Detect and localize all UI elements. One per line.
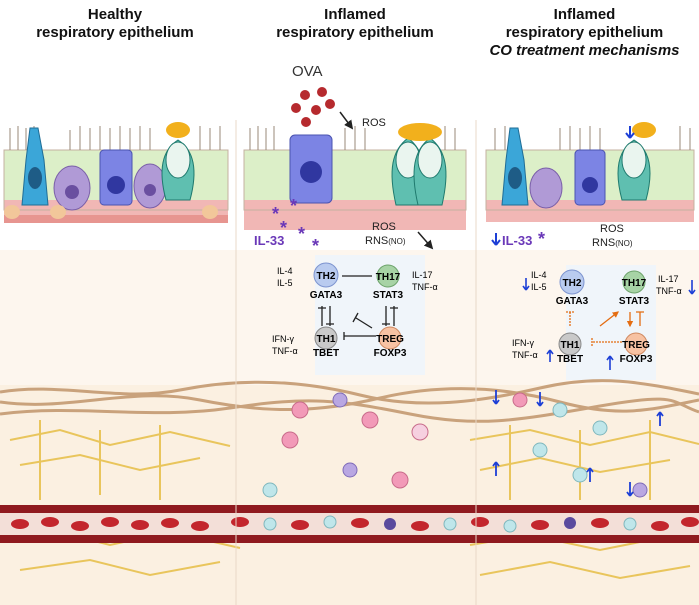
tnfa-label-treatment-th17: TNF-α (656, 286, 682, 296)
svg-text:GATA3: GATA3 (556, 296, 589, 307)
svg-text:TH17: TH17 (376, 272, 401, 283)
il33-label-inflamed: IL-33 (254, 233, 284, 248)
il4-label-treatment: IL-4 (531, 270, 547, 280)
arrow-down-goblet (625, 126, 635, 139)
svg-text:TH2: TH2 (563, 278, 582, 289)
il33-label-treatment: IL-33 (502, 233, 532, 248)
blood-vessel (0, 505, 699, 543)
rns-label-inflamed: RNS(NO) (365, 235, 406, 247)
svg-text:TBET: TBET (557, 354, 583, 365)
il33-stars: ***** (272, 196, 319, 256)
svg-text:*: * (290, 196, 297, 216)
tissue-arrows-treatment (492, 390, 664, 497)
svg-text:TH1: TH1 (317, 334, 336, 345)
svg-text:STAT3: STAT3 (619, 296, 650, 307)
tnfa-label-treatment-th1: TNF-α (512, 350, 538, 360)
epithelium-healthy (3, 122, 229, 223)
arrow-down-il17 (688, 280, 696, 295)
svg-text:GATA3: GATA3 (310, 290, 343, 301)
tnfa-label-inflamed-th1: TNF-α (272, 346, 298, 356)
ifng-label-treatment: IFN-γ (512, 338, 534, 348)
tcell-network-inflamed: TH2 GATA3 TH17 STAT3 TH1 TBET TREG FOXP3 (310, 262, 407, 359)
arrow-down-il33 (491, 233, 501, 246)
svg-text:*: * (280, 218, 287, 238)
svg-text:*: * (312, 236, 319, 256)
svg-text:STAT3: STAT3 (373, 290, 404, 301)
collagen-fibers (0, 379, 699, 423)
svg-text:TREG: TREG (622, 340, 650, 351)
ros-label-top: ROS (362, 117, 386, 129)
epithelium-inflamed (243, 123, 467, 230)
svg-text:TBET: TBET (313, 348, 339, 359)
rns-arrow (417, 231, 434, 250)
ros-label-inflamed: ROS (372, 221, 396, 233)
il33-star-treatment: * (538, 229, 545, 249)
svg-text:TH1: TH1 (561, 340, 580, 351)
ros-label-treatment: ROS (600, 223, 624, 235)
arrow-up-treg (606, 355, 614, 370)
il17-label-inflamed: IL-17 (412, 270, 433, 280)
svg-text:*: * (272, 204, 279, 224)
svg-text:FOXP3: FOXP3 (620, 354, 653, 365)
svg-text:FOXP3: FOXP3 (374, 348, 407, 359)
ova-allergen: OVA (291, 63, 335, 127)
rns-label-treatment: RNS(NO) (592, 237, 633, 249)
svg-text:TH17: TH17 (622, 278, 647, 289)
tnfa-label-inflamed-th17: TNF-α (412, 282, 438, 292)
il5-label-inflamed: IL-5 (277, 278, 293, 288)
il5-label-treatment: IL-5 (531, 282, 547, 292)
ifng-label-inflamed: IFN-γ (272, 334, 294, 344)
svg-text:*: * (298, 224, 305, 244)
immune-cells (262, 392, 648, 498)
il17-label-treatment: IL-17 (658, 274, 679, 284)
epithelium-co-treatment (485, 122, 695, 222)
svg-text:TREG: TREG (376, 334, 404, 345)
arrow-up-th1 (546, 349, 554, 362)
tcell-network-treatment: TH2 GATA3 TH17 STAT3 TH1 TBET TREG FOXP3 (556, 269, 653, 365)
svg-text:TH2: TH2 (317, 271, 336, 282)
ros-arrow-top (339, 111, 354, 130)
svg-text:OVA: OVA (292, 63, 323, 80)
arrow-down-il4 (522, 278, 530, 291)
il4-label-inflamed: IL-4 (277, 266, 293, 276)
